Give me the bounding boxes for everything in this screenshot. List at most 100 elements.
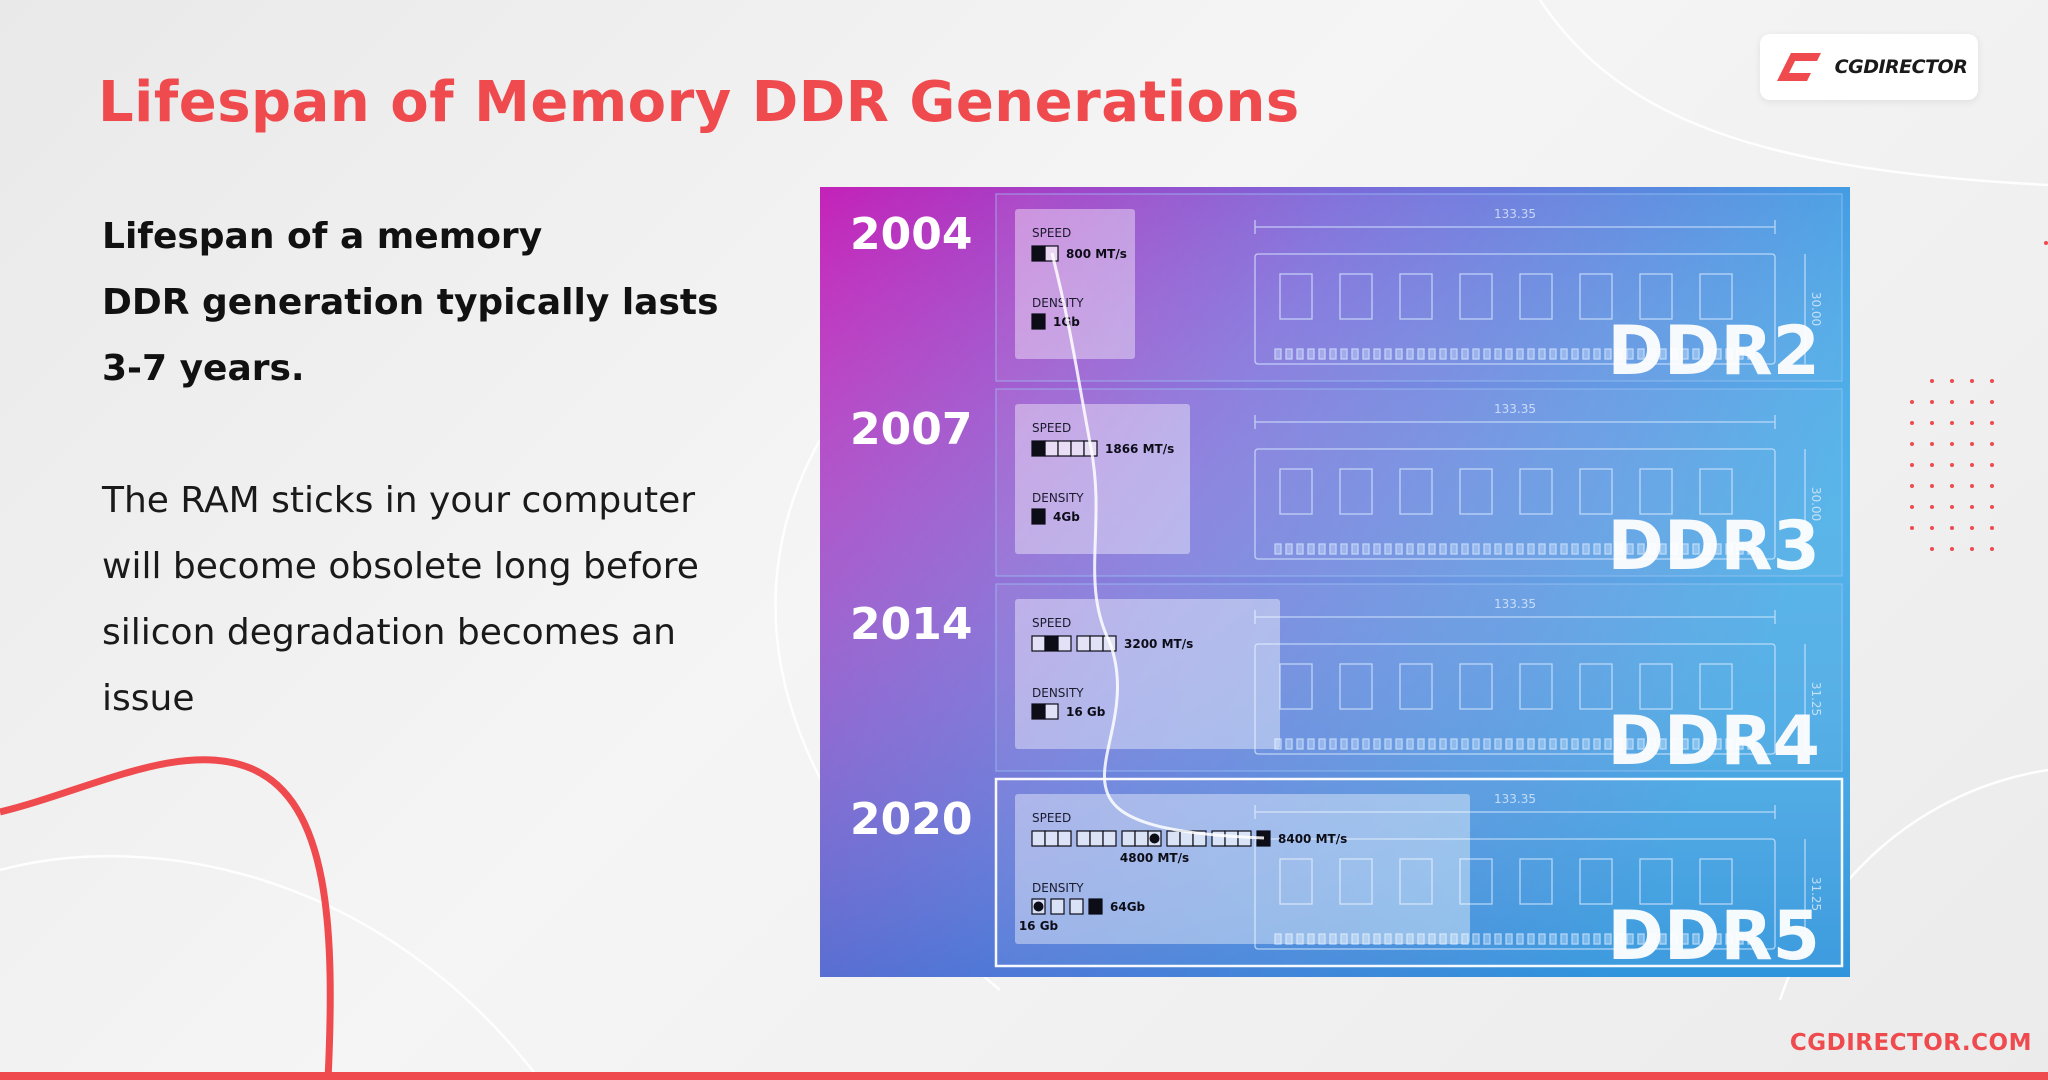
density-value-label: 4Gb (1053, 510, 1080, 524)
speed-cell (1044, 440, 1059, 457)
density-level-cell (1088, 898, 1103, 915)
ddr-generation-name: DDR2 (1607, 312, 1820, 391)
lead-statement: Lifespan of a memory DDR generation typi… (102, 204, 802, 402)
density-label: DENSITY (1032, 686, 1084, 700)
speed-level-cell (1031, 245, 1046, 262)
speed-cell (1057, 440, 1072, 457)
row-frame (995, 388, 1843, 577)
speed-bar: 1866 MT/s (1031, 440, 1174, 457)
dimm-height-label: 31.25 (1809, 877, 1823, 911)
page-title: Lifespan of Memory DDR Generations (98, 70, 1300, 135)
body-line: will become obsolete long before (102, 546, 699, 587)
year-label: 2020 (850, 794, 972, 845)
lead-line: DDR generation typically lasts (102, 282, 719, 323)
year-label: 2007 (850, 404, 972, 455)
speed-cell (1134, 830, 1149, 847)
dimm-width-label: 133.35 (1494, 207, 1536, 221)
speed-label: SPEED (1032, 811, 1071, 825)
speed-label: SPEED (1032, 421, 1071, 435)
speed-label: SPEED (1032, 226, 1071, 240)
brand-logo: CGDIRECTOR (1760, 34, 1978, 100)
speed-cell (1070, 440, 1085, 457)
ddr-generation-name: DDR4 (1607, 702, 1820, 781)
footer-url: CGDIRECTOR.COM (1789, 1030, 2032, 1056)
ddr-generation-name: DDR5 (1607, 897, 1820, 976)
density-bar: 64Gb 16 Gb (1019, 898, 1146, 933)
speed-cell (1089, 635, 1104, 652)
dimm-outline: 133.35 30.00 (1254, 207, 1823, 365)
density-value-label: 16 Gb (1066, 705, 1106, 719)
dimm-width-label: 133.35 (1494, 597, 1536, 611)
speed-level-cell (1031, 440, 1046, 457)
speed-cell (1031, 635, 1046, 652)
year-label: 2014 (850, 599, 972, 650)
density-label: DENSITY (1032, 491, 1084, 505)
spec-box (1015, 794, 1470, 944)
density-value-label: 64Gb (1110, 900, 1146, 914)
lead-line: Lifespan of a memory (102, 216, 543, 257)
speed-marker-label: 4800 MT/s (1120, 851, 1189, 865)
density-bar: 16 Gb (1031, 703, 1106, 720)
ddr-generation-name: DDR3 (1607, 507, 1820, 586)
density-bar: 4Gb (1031, 508, 1080, 525)
dimm-width-label: 133.35 (1494, 792, 1536, 806)
density-bar: 1Gb (1031, 313, 1080, 330)
speed-cell (1057, 635, 1072, 652)
speed-cell (1076, 635, 1091, 652)
bottom-accent-bar (0, 1072, 2048, 1080)
density-cell (1069, 898, 1084, 915)
speed-cell (1166, 830, 1181, 847)
highlighted-row-frame (994, 777, 1844, 968)
density-level-cell (1031, 508, 1046, 525)
speed-value-label: 800 MT/s (1066, 247, 1127, 261)
body-line: issue (102, 678, 195, 719)
speed-cell (1211, 830, 1226, 847)
speed-value-label: 1866 MT/s (1105, 442, 1174, 456)
density-marker-dot (1033, 901, 1044, 912)
dot-grid-decoration (1910, 379, 1994, 551)
density-label: DENSITY (1032, 296, 1084, 310)
density-cell (1044, 703, 1059, 720)
dimm-width-label: 133.35 (1494, 402, 1536, 416)
density-level-cell (1031, 313, 1046, 330)
speed-label: SPEED (1032, 616, 1071, 630)
density-cell (1050, 898, 1065, 915)
lead-line: 3-7 years. (102, 348, 305, 389)
body-line: The RAM sticks in your computer (102, 480, 696, 521)
speed-cell (1044, 830, 1059, 847)
dimm-outline: 133.35 31.25 (1254, 792, 1823, 950)
row-frame (995, 193, 1843, 382)
speed-value-label: 8400 MT/s (1278, 832, 1347, 846)
speed-trend-curve (1050, 252, 1265, 840)
density-level-cell (1031, 703, 1046, 720)
density-label: DENSITY (1032, 881, 1084, 895)
speed-cell (1224, 830, 1239, 847)
cgdirector-logo-icon (1776, 53, 1821, 81)
speed-cell (1121, 830, 1136, 847)
dimm-height-label: 31.25 (1809, 682, 1823, 716)
density-marker-label: 16 Gb (1019, 919, 1059, 933)
dimm-outline: 133.35 31.25 (1254, 597, 1823, 755)
speed-cell (1076, 830, 1091, 847)
speed-marker-dot (1149, 833, 1160, 844)
speed-bar: 8400 MT/s 4800 MT/s (1031, 830, 1347, 865)
year-label: 2004 (850, 209, 972, 260)
speed-level-cell (1044, 635, 1059, 652)
body-line: silicon degradation becomes an (102, 612, 676, 653)
speed-cell (1089, 830, 1104, 847)
speed-cell (1102, 830, 1117, 847)
row-frame (995, 583, 1843, 772)
logo-text: CGDIRECTOR (1834, 56, 1968, 78)
dimm-height-label: 30.00 (1809, 292, 1823, 326)
body-paragraph: The RAM sticks in your computer will bec… (102, 468, 782, 732)
speed-cell (1057, 830, 1072, 847)
speed-bar: 800 MT/s (1031, 245, 1127, 262)
speed-value-label: 3200 MT/s (1124, 637, 1193, 651)
speed-cell (1031, 830, 1046, 847)
